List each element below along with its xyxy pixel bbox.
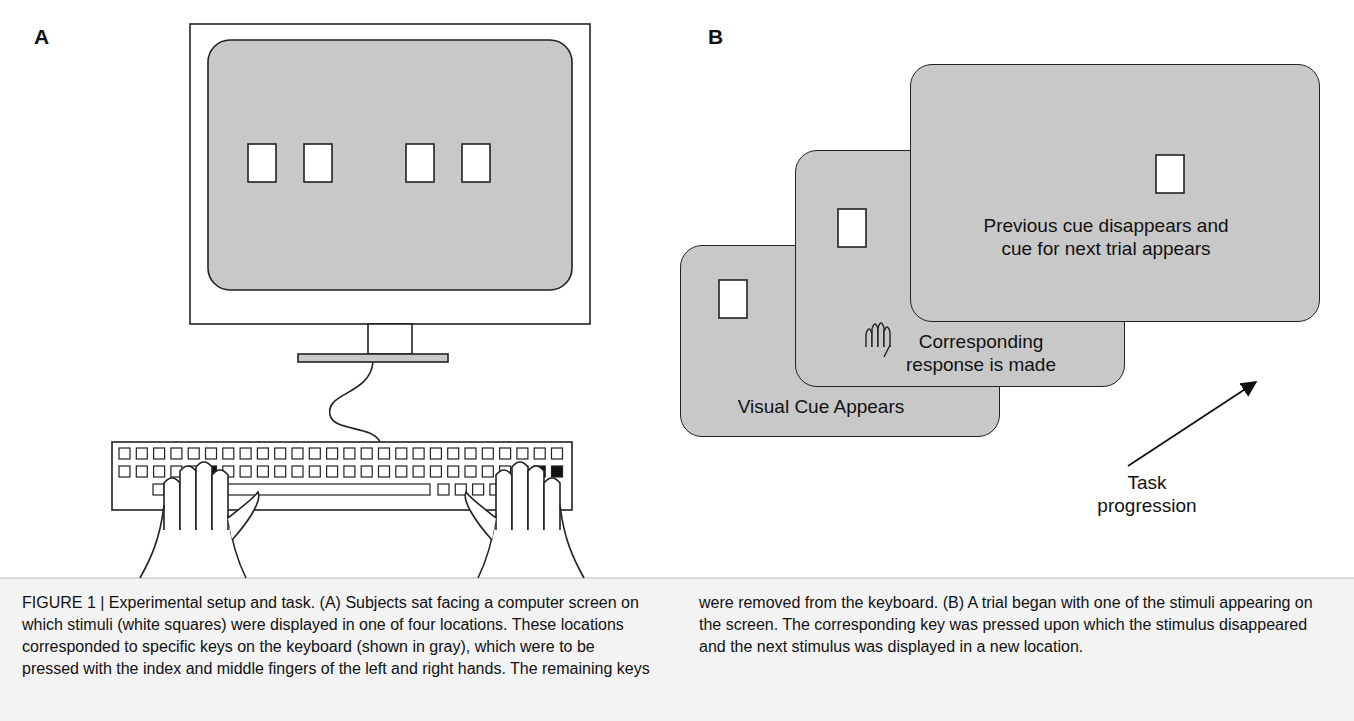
panel-letter: A xyxy=(34,24,49,49)
key xyxy=(465,466,476,477)
arrow-label: Task progression xyxy=(1092,472,1202,518)
thumb xyxy=(465,492,496,540)
key xyxy=(257,466,268,477)
visual-cue xyxy=(838,209,866,247)
key xyxy=(154,466,165,477)
key xyxy=(482,448,493,459)
key xyxy=(119,466,130,477)
key xyxy=(517,448,528,459)
key xyxy=(455,484,466,495)
finger xyxy=(872,324,878,347)
key xyxy=(448,466,459,477)
key xyxy=(344,448,355,459)
key xyxy=(361,466,372,477)
finger xyxy=(180,466,196,530)
key xyxy=(379,448,390,459)
screen-illustration xyxy=(911,65,1321,363)
key xyxy=(430,448,441,459)
key xyxy=(119,448,130,459)
key xyxy=(430,466,441,477)
panel-letter: B xyxy=(708,24,723,49)
monitor xyxy=(190,24,590,442)
wrist xyxy=(884,345,890,357)
key xyxy=(309,448,320,459)
key xyxy=(500,448,511,459)
key xyxy=(473,484,484,495)
key xyxy=(292,448,303,459)
key xyxy=(327,448,338,459)
finger xyxy=(512,462,528,530)
key xyxy=(136,466,147,477)
key xyxy=(154,448,165,459)
finger xyxy=(884,327,890,347)
screen-panel: Previous cue disappears and cue for next… xyxy=(910,64,1320,322)
finger xyxy=(878,323,884,347)
visual-cue xyxy=(1156,155,1184,193)
finger xyxy=(196,462,212,530)
key xyxy=(225,484,430,495)
wrist xyxy=(560,505,584,578)
key xyxy=(534,448,545,459)
visual-cue xyxy=(719,280,747,318)
hands xyxy=(140,462,584,578)
palm xyxy=(496,529,560,531)
key xyxy=(396,466,407,477)
finger xyxy=(496,470,512,530)
key xyxy=(257,448,268,459)
response-hand xyxy=(866,323,890,357)
finger xyxy=(164,478,180,530)
key xyxy=(153,484,164,495)
key xyxy=(188,448,199,459)
key xyxy=(482,466,493,477)
key xyxy=(361,448,372,459)
key xyxy=(223,448,234,459)
key xyxy=(292,466,303,477)
caption-band xyxy=(0,578,1354,721)
screen-caption: Corresponding response is made xyxy=(896,331,1066,377)
key xyxy=(465,448,476,459)
key xyxy=(275,466,286,477)
key xyxy=(275,448,286,459)
palm xyxy=(164,529,228,531)
key xyxy=(552,448,563,459)
key xyxy=(413,466,424,477)
caption-rule xyxy=(0,578,1354,579)
finger xyxy=(212,470,228,530)
key xyxy=(206,448,217,459)
key xyxy=(309,466,320,477)
key xyxy=(396,448,407,459)
key xyxy=(344,466,355,477)
screen-caption: Visual Cue Appears xyxy=(701,396,941,419)
wrist xyxy=(140,505,164,578)
key xyxy=(327,466,338,477)
screen-caption: Previous cue disappears and cue for next… xyxy=(976,215,1236,261)
key xyxy=(448,448,459,459)
key xyxy=(413,448,424,459)
key xyxy=(240,448,251,459)
finger xyxy=(866,329,872,347)
key xyxy=(438,484,449,495)
key xyxy=(136,448,147,459)
figure-caption: FIGURE 1 | Experimental setup and task. … xyxy=(22,592,1332,680)
progression-arrow xyxy=(1128,382,1256,466)
key xyxy=(171,448,182,459)
thumb xyxy=(228,492,259,540)
finger xyxy=(528,466,544,530)
key xyxy=(379,466,390,477)
finger xyxy=(544,478,560,530)
key xyxy=(240,466,251,477)
key xyxy=(552,466,563,477)
